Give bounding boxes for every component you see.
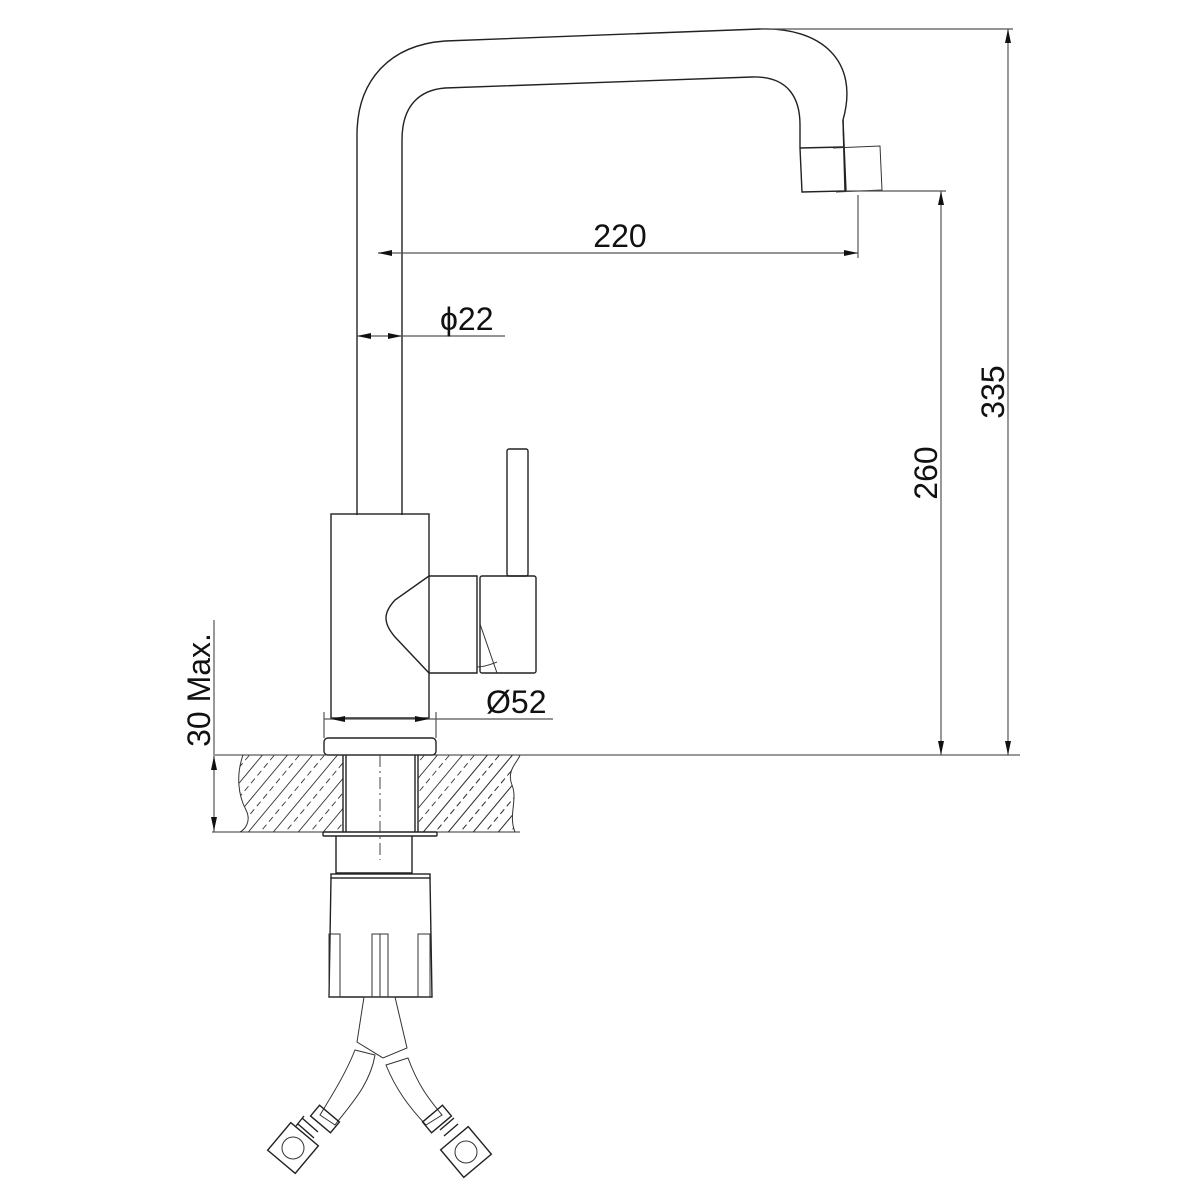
label-diameter52: Ø52 — [486, 684, 546, 720]
label-335: 335 — [975, 365, 1011, 418]
dimension-body-diameter: Ø52 — [323, 684, 553, 738]
label-220: 220 — [593, 218, 646, 254]
countertop-section — [212, 754, 1020, 860]
faucet-body — [323, 448, 537, 756]
lever-handle — [506, 448, 529, 577]
supply-hoses — [266, 996, 493, 1179]
left-hose-fitting — [266, 1115, 320, 1175]
aerator — [799, 119, 883, 193]
right-hose-fitting — [439, 1117, 493, 1179]
mounting-nut — [328, 836, 433, 998]
label-phi22: ϕ22 — [440, 301, 494, 337]
label-30-max: 30 Max. — [181, 633, 217, 747]
dimension-spout-reach: 220 — [378, 195, 859, 258]
dimension-outlet-height: 260 — [846, 190, 946, 755]
dimension-countertop-thickness: 30 Max. — [181, 620, 217, 832]
dimension-total-height: 335 — [760, 28, 1013, 755]
dimension-spout-diameter: ϕ22 — [357, 301, 505, 339]
label-260: 260 — [908, 446, 944, 499]
spout — [356, 28, 883, 515]
